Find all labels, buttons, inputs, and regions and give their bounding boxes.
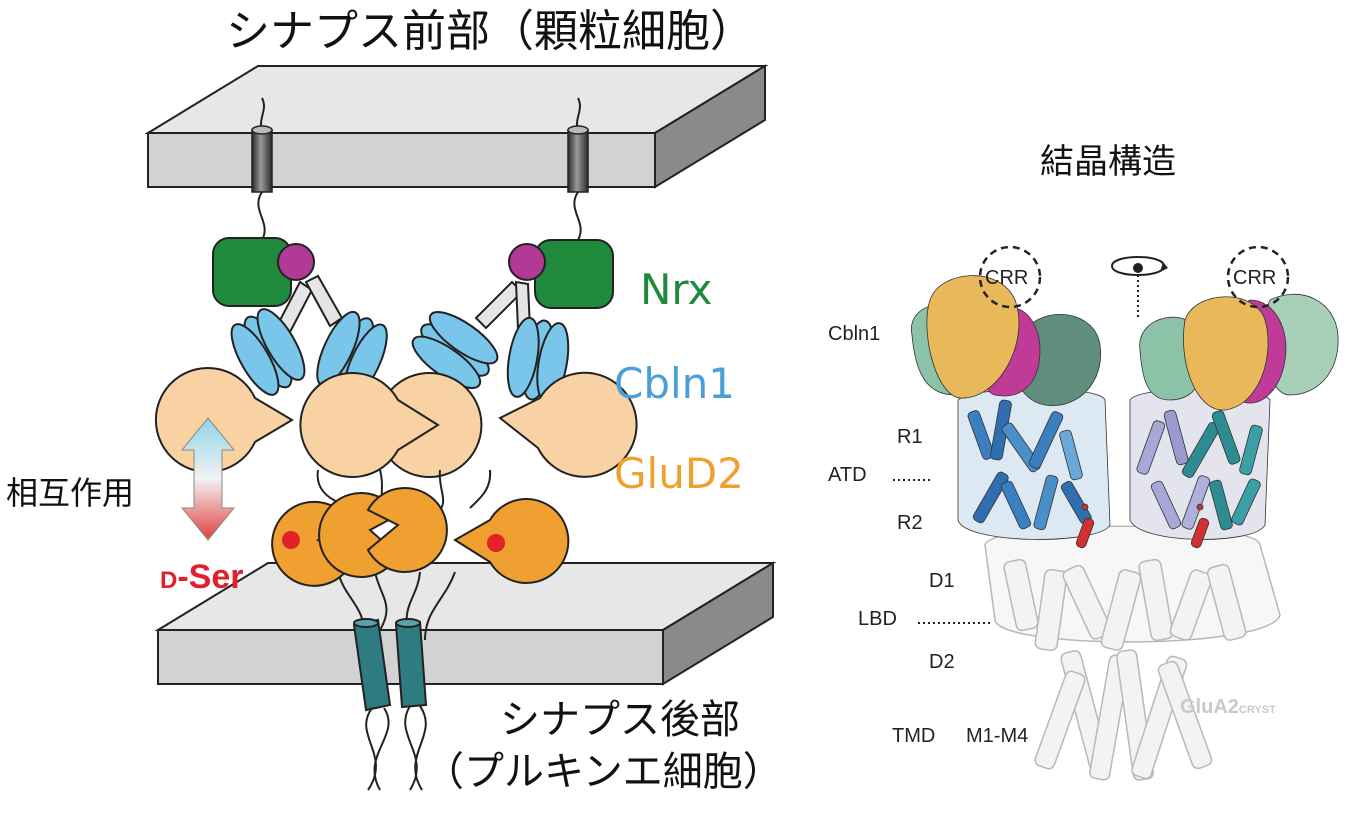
lbd-label: LBD — [858, 608, 897, 630]
cbln1-label: Cbln1 — [614, 359, 735, 408]
crr-label-left: CRR — [985, 267, 1029, 289]
neurexin-transmembrane-right — [567, 97, 589, 241]
interaction-double-arrow — [180, 417, 236, 541]
dser-suffix: -Ser — [177, 558, 244, 596]
postsynapse-title-line2: （プルキンエ細胞） — [424, 749, 783, 795]
tmd-label: TMD — [892, 725, 936, 747]
cbln1-head-1 — [230, 308, 306, 396]
crr-circle-right — [1226, 245, 1290, 309]
crystal-structure — [893, 245, 1339, 781]
dser-prefix: D — [160, 567, 178, 594]
rotation-symbol-icon — [1111, 256, 1168, 318]
cbln1-head-3 — [411, 311, 499, 389]
glud2-tails — [365, 705, 427, 791]
glua2-sub: CRYST — [1238, 704, 1276, 716]
postsynapse-title-line1: シナプス後部 — [500, 697, 740, 743]
dser-molecules — [282, 531, 505, 552]
structure-cbln1-surface-left — [911, 275, 1102, 406]
nrx-domain-right — [508, 239, 614, 309]
m1m4-label: M1-M4 — [966, 725, 1029, 747]
glua2-label: GluA2CRYST — [1180, 697, 1276, 717]
crr-label-right: CRR — [1233, 267, 1277, 289]
nrx-label: Nrx — [640, 265, 713, 314]
cbln1-stalks — [276, 274, 532, 334]
crr-circle-left — [978, 245, 1042, 309]
glua2-main: GluA2 — [1180, 696, 1239, 718]
crystal-structure-title: 結晶構造 — [1040, 142, 1176, 182]
d1-label: D1 — [929, 570, 955, 592]
presynaptic-membrane — [144, 64, 769, 189]
r2-label: R2 — [897, 512, 923, 534]
interaction-label: 相互作用 — [6, 474, 135, 512]
glud2-lbd-tetramer — [271, 487, 570, 587]
structure-cbln1-surface-right — [1139, 293, 1339, 411]
neurexin-transmembrane-left — [251, 97, 273, 241]
r1-label: R1 — [897, 426, 923, 448]
postsynaptic-membrane — [154, 561, 777, 686]
presynapse-title: シナプス前部（顆粒細胞） — [226, 6, 754, 57]
atd-label: ATD — [828, 464, 867, 486]
glud2-tmd — [352, 618, 428, 712]
structure-lbd-tmd-cylinders — [984, 525, 1281, 781]
structure-atd-helices — [957, 388, 1271, 549]
dser-label: D-Ser — [160, 560, 243, 594]
structure-cbln1-label: Cbln1 — [828, 323, 881, 345]
d2-label: D2 — [929, 651, 955, 673]
glud2-atd-tetramer — [154, 367, 638, 478]
glud2-label: GluD2 — [614, 449, 744, 498]
nrx-domain-left — [212, 237, 315, 307]
